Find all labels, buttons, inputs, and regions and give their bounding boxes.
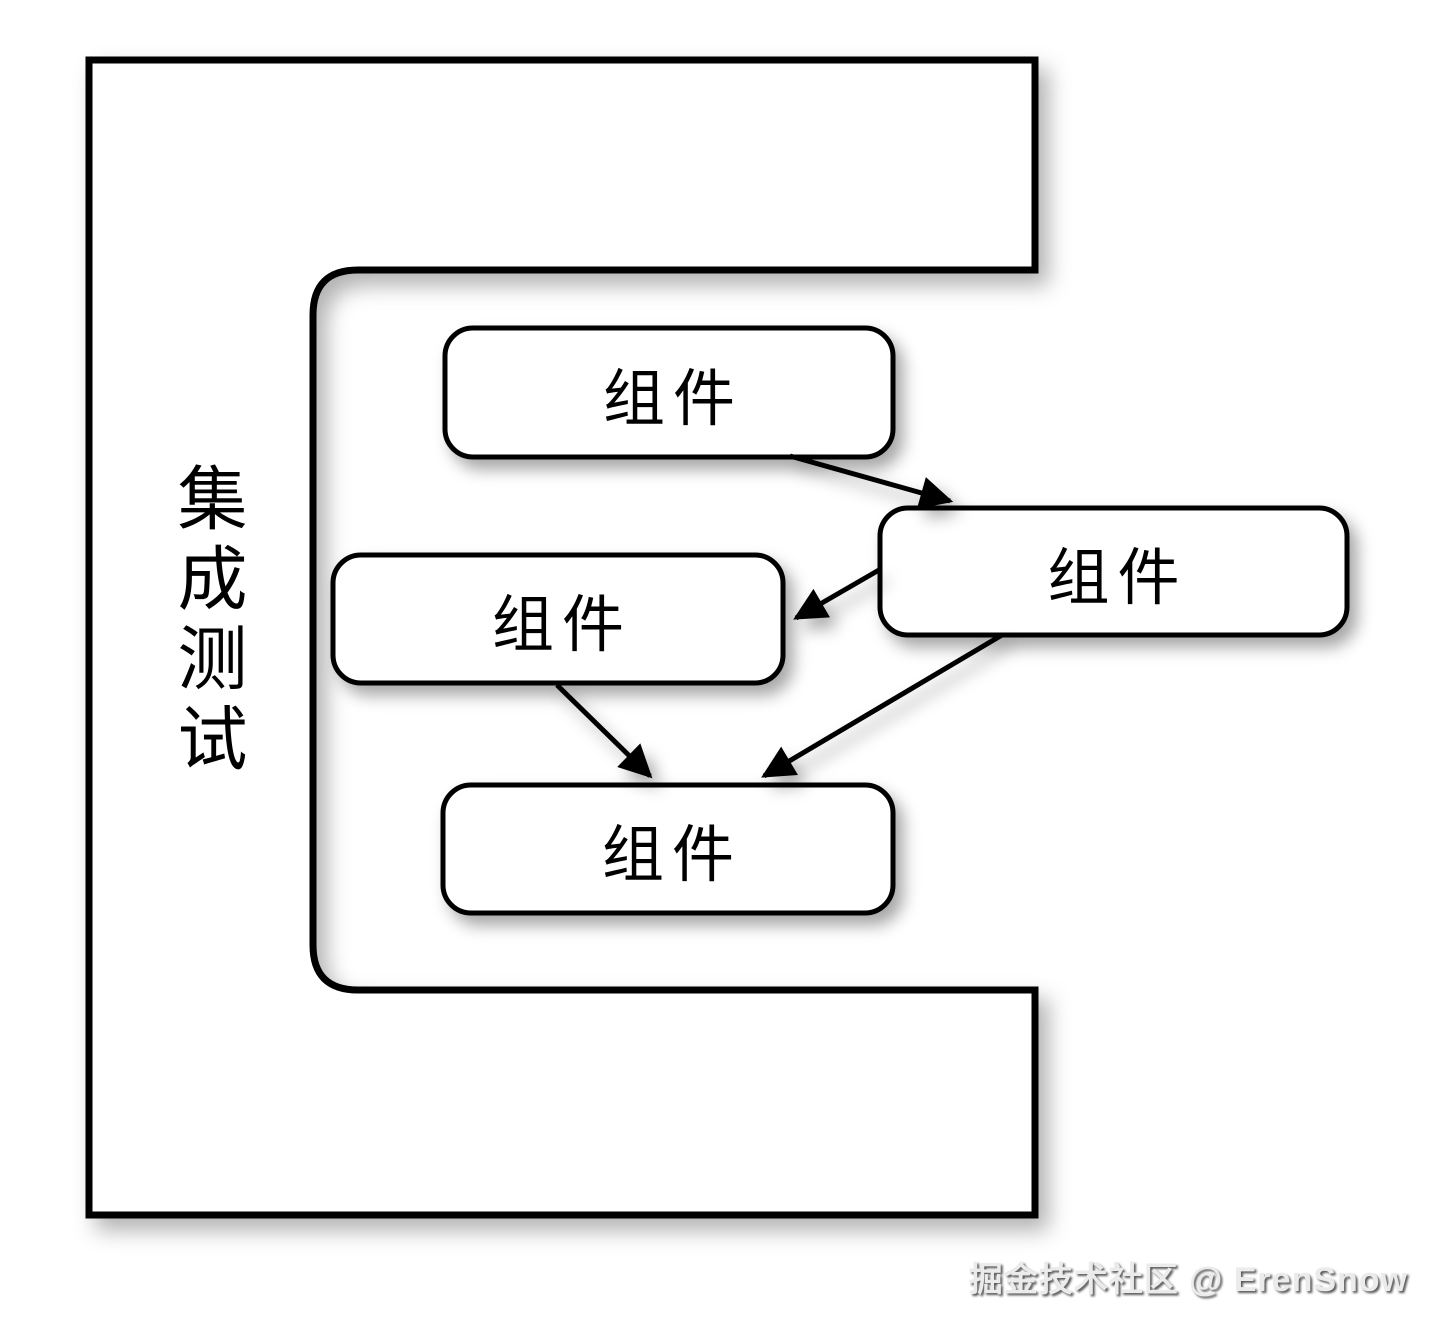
edge-right-to-middle-arrow (793, 567, 881, 621)
edge-middle-to-bottom-arrow (555, 683, 653, 779)
edge-top-to-right-arrow (789, 453, 954, 509)
node-component-bottom-box (440, 782, 896, 916)
edge-right-to-bottom-arrow (761, 632, 1004, 779)
integration-bracket-shape (85, 56, 1039, 1219)
watermark-text: 掘金技术社区 @ ErenSnow (968, 1261, 1408, 1299)
node-component-top-box (442, 325, 896, 460)
node-component-middle-box (330, 552, 786, 686)
node-component-right-box (877, 505, 1350, 638)
integration-test-title: 集成测试 (167, 462, 244, 782)
